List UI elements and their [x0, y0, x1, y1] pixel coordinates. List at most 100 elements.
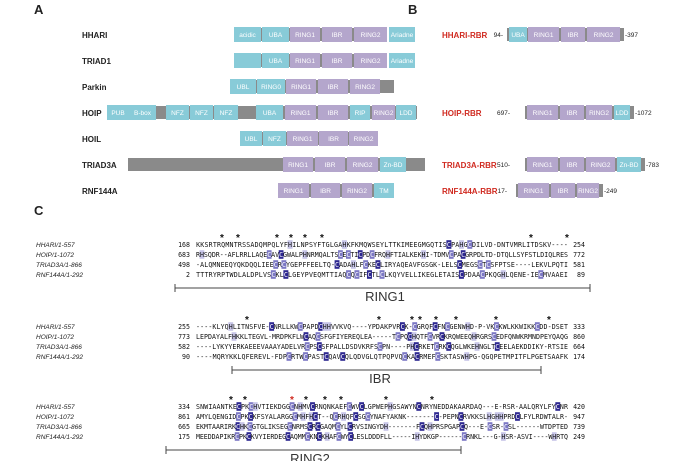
- residue: S: [276, 423, 280, 431]
- residue: F: [437, 323, 441, 331]
- residue: R: [388, 261, 392, 269]
- residue: N: [532, 333, 536, 341]
- residue: W: [548, 433, 552, 441]
- residue: -: [196, 353, 200, 361]
- residue: W: [204, 403, 208, 411]
- residue: G: [286, 403, 290, 411]
- residue: -: [384, 333, 388, 341]
- residue: E: [250, 353, 254, 361]
- residue: Q: [249, 261, 253, 269]
- residue: A: [291, 251, 295, 259]
- domain-zn-bd: [617, 157, 641, 172]
- residue: C: [317, 343, 321, 351]
- residue: H: [325, 433, 329, 441]
- residue: K: [310, 433, 314, 441]
- residue: T: [420, 333, 424, 341]
- domain-acidic: [234, 27, 261, 42]
- residue: M: [272, 333, 276, 341]
- residue: A: [411, 353, 415, 361]
- conserved-residue-marker: *: [339, 395, 343, 406]
- residue: -: [513, 433, 517, 441]
- residue: M: [359, 241, 363, 249]
- residue: V: [355, 403, 359, 411]
- residue: Q: [208, 251, 212, 259]
- domain-label: Ariadne: [391, 32, 414, 39]
- domain-label: RIP: [355, 110, 366, 117]
- residue: K: [454, 403, 458, 411]
- sequence-name: HHARI/1-557: [36, 242, 75, 249]
- construct-start: 94-: [494, 32, 503, 39]
- residue: P: [478, 323, 482, 331]
- residue: N: [245, 323, 249, 331]
- residue: R: [511, 403, 515, 411]
- residue-shading: [273, 260, 279, 269]
- residue: C: [403, 353, 407, 361]
- residue: K: [233, 353, 237, 361]
- residue: -: [490, 403, 494, 411]
- residue: E: [535, 271, 539, 279]
- domain-zn-bd: [380, 157, 406, 172]
- residue: M: [200, 413, 204, 421]
- residue: C: [336, 423, 340, 431]
- residue: -: [321, 413, 325, 421]
- sequence-end: 89: [577, 271, 585, 279]
- residue: T: [564, 323, 568, 331]
- residue: -: [364, 323, 368, 331]
- domain-label: RING1: [534, 32, 554, 39]
- residue: R: [448, 333, 452, 341]
- domain-label: IBR: [567, 162, 578, 169]
- residue: L: [487, 343, 491, 351]
- residue-shading: [399, 322, 405, 331]
- residue: -: [477, 353, 481, 361]
- domain-ring2: [577, 183, 599, 198]
- residue: T: [548, 413, 552, 421]
- residue: -: [360, 323, 364, 331]
- residue: K: [467, 343, 471, 351]
- residue: -: [500, 423, 504, 431]
- residue-shading: [395, 332, 401, 341]
- residue: P: [284, 333, 288, 341]
- conserved-residue-marker: *: [454, 315, 458, 326]
- residue: C: [304, 353, 308, 361]
- domain-ibr: [551, 183, 575, 198]
- residue: F: [370, 343, 374, 351]
- residue: Q: [564, 433, 568, 441]
- residue: G: [285, 413, 289, 421]
- residue: G: [535, 353, 539, 361]
- residue: T: [225, 271, 229, 279]
- residue: V: [358, 343, 362, 351]
- residue-shading: [335, 422, 341, 431]
- residue: R: [560, 413, 564, 421]
- residue: H: [342, 413, 346, 421]
- residue: F: [317, 241, 321, 249]
- residue: A: [255, 251, 259, 259]
- domain-ibr: [318, 79, 348, 94]
- residue: Y: [345, 433, 349, 441]
- residue: H: [384, 423, 388, 431]
- residue: R: [276, 333, 280, 341]
- sequence-start: 2: [186, 271, 190, 279]
- domain-label: RING2: [589, 110, 609, 117]
- residue: L: [266, 353, 270, 361]
- residue-shading: [285, 432, 291, 441]
- residue: I: [208, 403, 212, 411]
- residue: C: [319, 323, 323, 331]
- residue: V: [547, 241, 551, 249]
- residue: Q: [351, 271, 355, 279]
- residue: T: [350, 251, 354, 259]
- residue: C: [459, 413, 463, 421]
- residue: D: [497, 251, 501, 259]
- residue: D: [354, 343, 358, 351]
- residue: -: [196, 343, 200, 351]
- residue: I: [223, 433, 227, 441]
- residue: I: [292, 241, 296, 249]
- residue-shading: [494, 412, 500, 421]
- residue: -: [396, 423, 400, 431]
- residue: D: [278, 403, 282, 411]
- residue: V: [413, 261, 417, 269]
- residue: I: [354, 251, 358, 259]
- residue: D: [524, 343, 528, 351]
- residue: T: [501, 251, 505, 259]
- residue: V: [263, 271, 267, 279]
